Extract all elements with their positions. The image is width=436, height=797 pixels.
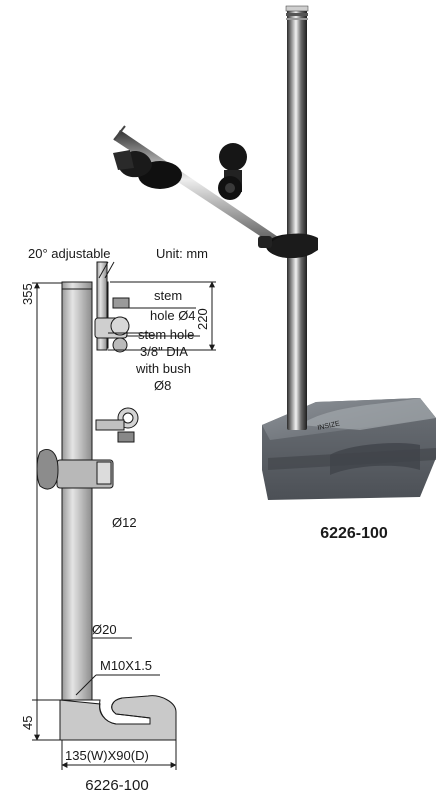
dim-220 xyxy=(108,281,216,351)
dim-355 xyxy=(32,282,62,741)
dim-d20-label: Ø20 xyxy=(92,622,117,637)
drawing-base xyxy=(59,695,177,741)
drawing-mid-clamp xyxy=(95,407,139,443)
adjust-label: 20° adjustable xyxy=(28,246,111,261)
arm-end-knob xyxy=(113,150,182,189)
rod-clamp xyxy=(258,233,318,259)
drawing-labels: 20° adjustable Unit: mm stem hole Ø4 ste… xyxy=(20,246,210,794)
unit-label: Unit: mm xyxy=(156,246,208,261)
stem-hole-label-2: hole Ø4 xyxy=(150,308,196,323)
drawing-large-rod xyxy=(61,281,93,701)
base-size-label: 135(W)X90(D) xyxy=(65,748,149,763)
dim-45 xyxy=(32,699,60,740)
dim-width xyxy=(61,740,177,770)
stem-bush-label-2: 3/8" DIA xyxy=(140,344,188,359)
photo-caption: 6226-100 xyxy=(320,525,388,542)
stem-bush-label-3: with bush xyxy=(135,361,191,376)
drawing-caption: 6226-100 xyxy=(85,777,148,794)
holder-arm xyxy=(113,125,290,253)
thread-label: M10X1.5 xyxy=(100,658,152,673)
svg-text:INSIZE: INSIZE xyxy=(317,420,341,432)
arm-knob-clamp xyxy=(218,143,247,200)
dim-355-label: 355 xyxy=(20,283,35,305)
technical-drawing xyxy=(32,261,216,770)
dim-45-label: 45 xyxy=(20,716,35,730)
dim-220-label: 220 xyxy=(195,308,210,330)
vertical-rod xyxy=(285,5,309,430)
stem-bush-label-1: stem hole xyxy=(138,327,194,342)
drawing-rod-clamp xyxy=(36,448,114,490)
product-photo: INSIZE xyxy=(113,5,436,542)
stem-bush-label-4: Ø8 xyxy=(154,378,171,393)
dim-d12-label: Ø12 xyxy=(112,515,137,530)
stem-hole-label-1: stem xyxy=(154,288,182,303)
